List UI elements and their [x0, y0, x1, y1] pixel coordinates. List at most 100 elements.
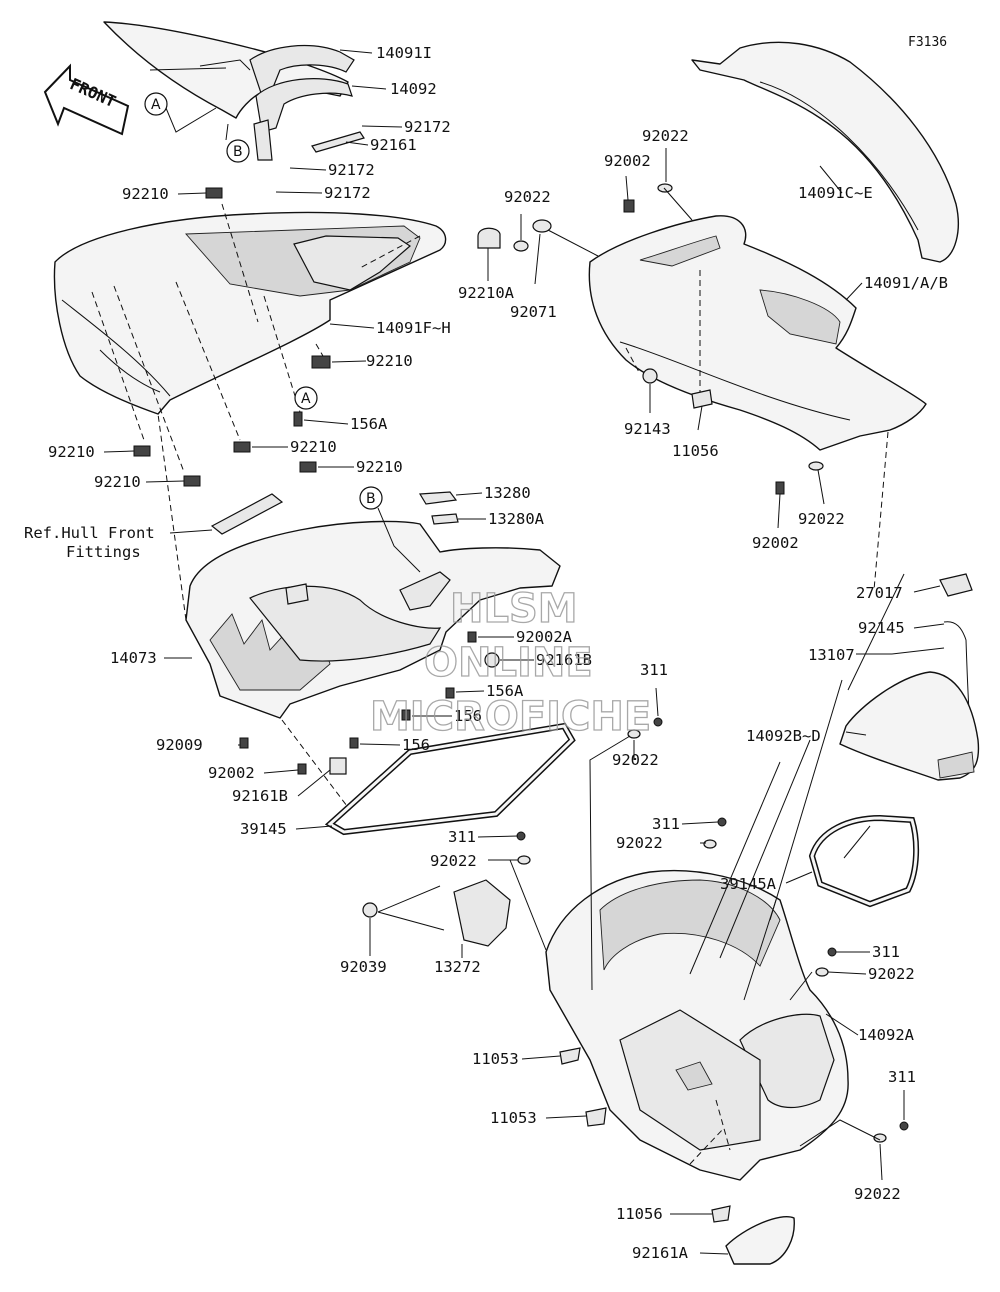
- label-156-a: 156: [454, 707, 482, 725]
- clip-92210-1: [205, 187, 223, 199]
- label-92145: 92145: [858, 619, 905, 637]
- label-156A-upper: 156A: [350, 415, 388, 433]
- label-27017: 27017: [856, 584, 903, 602]
- label-14092B-D: 14092B~D: [746, 727, 821, 745]
- part-14092-bracket: [249, 45, 355, 161]
- pad-92161B-2: [329, 757, 347, 775]
- part-14092A-storage-bin: [545, 869, 849, 1181]
- label-11056-lower: 11056: [616, 1205, 663, 1223]
- ref-note-line2: Fittings: [66, 543, 141, 561]
- clip-92210-3: [133, 445, 151, 457]
- watermark-line2: ONLINE: [424, 640, 593, 686]
- label-92022-a: 92022: [612, 751, 659, 769]
- label-14091ABB: 14091/A/B: [864, 274, 948, 292]
- label-311-d: 311: [872, 943, 900, 961]
- label-156-b: 156: [402, 736, 430, 754]
- screw-156-1: [401, 709, 411, 721]
- pad-92161B-1: [484, 652, 500, 668]
- washer-92022-top: [657, 183, 673, 193]
- label-92022-right: 92022: [798, 510, 845, 528]
- label-92022-b: 92022: [430, 852, 477, 870]
- label-92161: 92161: [370, 136, 417, 154]
- fastener-92039: [362, 902, 378, 918]
- part-14091C-fairing: [691, 41, 959, 263]
- part-14091I-fairing: [103, 21, 349, 119]
- label-13280: 13280: [484, 484, 531, 502]
- svg-text:B: B: [366, 491, 376, 507]
- part-39145-gasket: [324, 722, 576, 836]
- leader-lines: [103, 49, 945, 1255]
- label-156A-lower: 156A: [486, 682, 524, 700]
- label-39145A: 39145A: [720, 875, 777, 893]
- grommet-92143: [642, 368, 658, 384]
- label-92071: 92071: [510, 303, 557, 321]
- label-92022-e: 92022: [854, 1185, 901, 1203]
- label-92002A: 92002A: [516, 628, 573, 646]
- part-13280A: [431, 513, 459, 525]
- label-92022-c: 92022: [616, 834, 663, 852]
- part-27017: [939, 573, 973, 597]
- label-14092A: 14092A: [858, 1026, 915, 1044]
- screw-156A-lower: [445, 687, 455, 699]
- part-11056-upper: [691, 389, 713, 409]
- label-311-a: 311: [640, 661, 668, 679]
- label-11056-upper: 11056: [672, 442, 719, 460]
- part-39145A-gasket: [808, 814, 920, 908]
- label-92161B-a: 92161B: [536, 651, 592, 669]
- clip-92210-4: [233, 441, 251, 453]
- label-92009: 92009: [156, 736, 203, 754]
- screw-156A-upper: [293, 411, 303, 427]
- screw-92009: [239, 737, 249, 749]
- washer-92022-d: [815, 967, 829, 977]
- ref-bracket: [210, 493, 284, 535]
- label-92022-top: 92022: [642, 127, 689, 145]
- label-92210-f: 92210: [94, 473, 141, 491]
- label-92210-b: 92210: [366, 352, 413, 370]
- label-92210A: 92210A: [458, 284, 515, 302]
- washer-92022-right: [808, 461, 824, 471]
- label-14091F-H: 14091F~H: [376, 319, 451, 337]
- label-11053-a: 11053: [472, 1050, 519, 1068]
- label-311-c: 311: [652, 815, 680, 833]
- washer-92022-left: [513, 240, 529, 252]
- label-92210-e: 92210: [356, 458, 403, 476]
- label-311-b: 311: [448, 828, 476, 846]
- part-13272-plate: [453, 879, 511, 947]
- washer-92022-a: [627, 729, 641, 739]
- label-92210-top: 92210: [122, 185, 169, 203]
- label-13280A: 13280A: [488, 510, 545, 528]
- label-14091I: 14091I: [376, 44, 432, 62]
- watermark-line1: HLSM: [450, 586, 578, 632]
- watermark: HLSM ONLINE MICROFICHE: [369, 585, 652, 740]
- label-13107: 13107: [808, 646, 855, 664]
- part-11053-2: [585, 1107, 607, 1127]
- label-92143: 92143: [624, 420, 671, 438]
- washer-92022-e: [873, 1133, 887, 1143]
- washer-92022-b: [517, 855, 531, 865]
- part-11053-1: [559, 1047, 581, 1065]
- nut-311-5: [899, 1121, 909, 1131]
- diagram-code: F3136: [908, 35, 947, 50]
- part-14091F-deck-cover: [53, 211, 447, 415]
- label-92210-c: 92210: [48, 443, 95, 461]
- part-14091AB-side-panel: [588, 215, 927, 451]
- watermark-line3: MICROFICHE: [370, 694, 651, 740]
- label-92002-top: 92002: [604, 152, 651, 170]
- label-92002-right: 92002: [752, 534, 799, 552]
- front-arrow-icon: FRONT: [43, 63, 130, 136]
- label-92002-lower: 92002: [208, 764, 255, 782]
- part-13280: [418, 491, 458, 505]
- part-92161A-pad: [725, 1216, 795, 1265]
- svg-text:A: A: [301, 391, 311, 407]
- part-14092BD-cover: [839, 671, 980, 781]
- nut-311-1: [653, 717, 663, 727]
- part-13107-rod: [891, 647, 945, 655]
- label-14091C-E: 14091C~E: [798, 184, 873, 202]
- callout-a-mid: A: [294, 386, 318, 410]
- svg-text:B: B: [233, 144, 243, 160]
- label-11053-b: 11053: [490, 1109, 537, 1127]
- label-92022-left: 92022: [504, 188, 551, 206]
- clip-92210-5: [299, 461, 317, 473]
